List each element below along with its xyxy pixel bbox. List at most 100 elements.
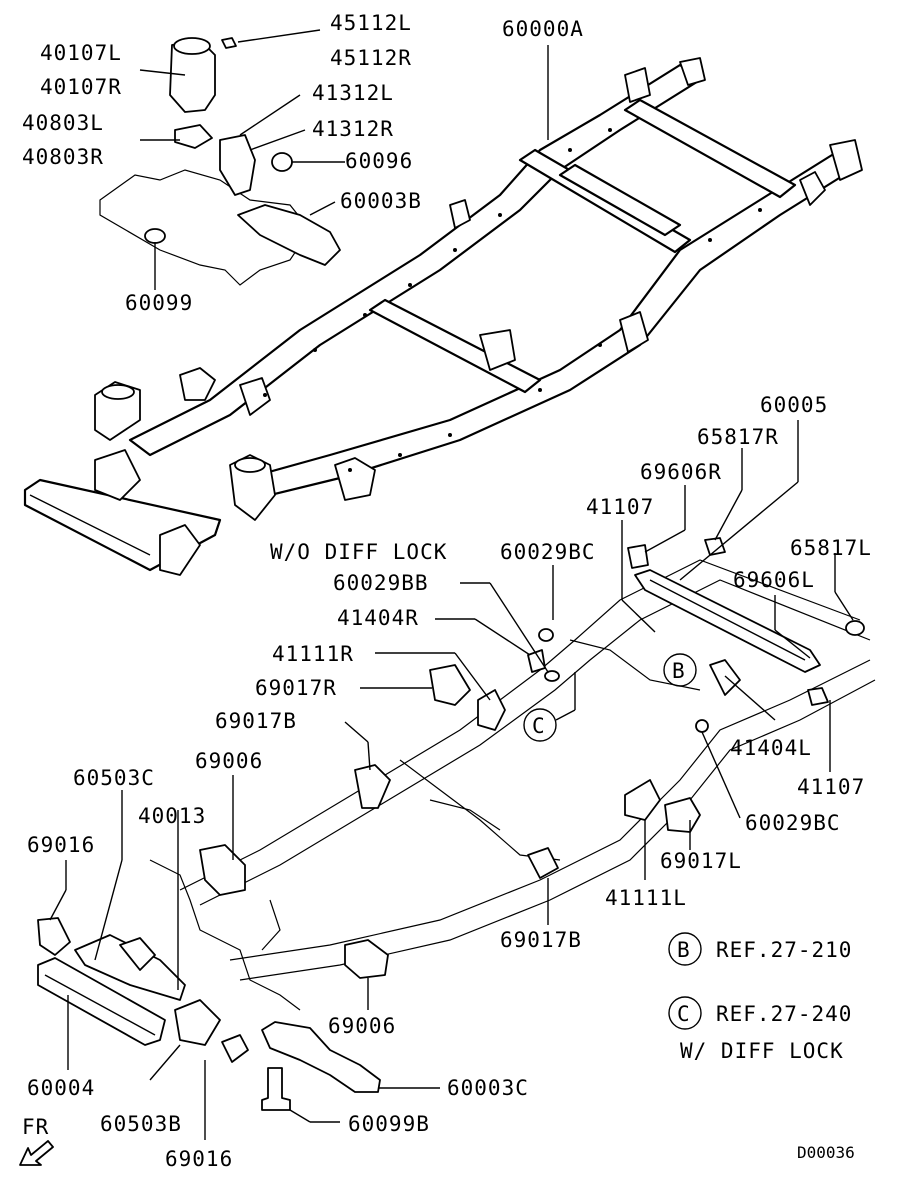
part-41312	[219, 134, 256, 196]
label-60000A: 60000A	[502, 17, 584, 41]
label-41404L: 41404L	[730, 736, 812, 760]
part-40803	[174, 124, 213, 149]
callout-c-diagram: C	[523, 672, 576, 742]
diagram-code: D00036	[797, 1143, 855, 1162]
frame-left-rail	[128, 63, 702, 457]
part-60503C	[119, 937, 156, 971]
frame-holes	[263, 128, 762, 472]
label-60004: 60004	[27, 1076, 95, 1100]
part-41404L	[709, 659, 741, 696]
label-41312R: 41312R	[312, 117, 394, 141]
part-60029BB	[544, 670, 560, 682]
ref-b-text: REF.27-210	[716, 938, 852, 962]
label-wo-diff-lock: W/O DIFF LOCK	[270, 540, 447, 564]
fr-label: FR	[22, 1115, 49, 1139]
front-arrow-icon	[19, 1140, 54, 1166]
label-60005: 60005	[760, 393, 828, 417]
label-69606L: 69606L	[733, 568, 815, 592]
part-69016-b	[221, 1034, 249, 1063]
label-69016-a: 69016	[27, 833, 95, 857]
ref-c-note: C REF.27-240 W/ DIFF LOCK	[668, 996, 852, 1063]
lower-labels: 60005 65817R 69606R 41107 W/O DIFF LOCK …	[27, 393, 872, 1171]
w-diff-lock-text: W/ DIFF LOCK	[680, 1039, 844, 1063]
label-45112L: 45112L	[330, 11, 412, 35]
label-69006-b: 69006	[328, 1014, 396, 1038]
part-69006-b	[344, 939, 389, 979]
frame-crossmember-rear	[623, 98, 797, 199]
label-60503B: 60503B	[100, 1112, 182, 1136]
label-40107L: 40107L	[40, 41, 122, 65]
label-41107-a: 41107	[586, 495, 654, 519]
label-40013: 40013	[138, 804, 206, 828]
lower-frame-assembly	[37, 537, 876, 1111]
part-41111R	[477, 689, 506, 731]
label-45112R: 45112R	[330, 46, 412, 70]
ref-c-letter: C	[677, 1002, 691, 1026]
lower-leader-lines	[49, 420, 854, 1140]
upper-leader-lines	[139, 29, 549, 290]
part-69606R	[704, 537, 726, 556]
upper-frame-assembly	[23, 57, 863, 576]
label-41312L: 41312L	[312, 81, 394, 105]
label-69017B-b: 69017B	[500, 928, 582, 952]
part-40013	[74, 934, 186, 1001]
label-41404R: 41404R	[337, 606, 419, 630]
lower-frame-ghost-cross	[399, 759, 561, 861]
label-60099B: 60099B	[348, 1112, 430, 1136]
part-41111L	[624, 779, 661, 821]
part-60029BC-b	[695, 719, 709, 733]
label-69017L: 69017L	[660, 849, 742, 873]
part-41107-b	[807, 687, 829, 706]
label-69006-a: 69006	[195, 749, 263, 773]
label-60096: 60096	[345, 149, 413, 173]
frame-crossmember-1	[368, 298, 542, 394]
callout-b-diagram: B	[663, 653, 697, 687]
ref-b-letter: B	[677, 938, 691, 962]
label-60029BC-b: 60029BC	[745, 811, 841, 835]
label-41111L: 41111L	[605, 886, 687, 910]
label-40803R: 40803R	[22, 145, 104, 169]
label-65817R: 65817R	[697, 425, 779, 449]
label-60003B: 60003B	[340, 189, 422, 213]
label-65817L: 65817L	[790, 536, 872, 560]
label-41111R: 41111R	[272, 642, 354, 666]
callout-b-letter: B	[672, 659, 686, 683]
label-41107-b: 41107	[797, 775, 865, 799]
front-direction-indicator: FR	[19, 1115, 54, 1166]
part-69017R	[429, 664, 471, 706]
lower-frame-ghost-right	[229, 659, 871, 961]
part-60029BC-a	[538, 628, 554, 642]
part-69017L	[664, 797, 701, 833]
label-60003C: 60003C	[447, 1076, 529, 1100]
label-69017B-a: 69017B	[215, 709, 297, 733]
label-60099: 60099	[125, 291, 193, 315]
frame-rear-beam	[558, 163, 682, 237]
part-60503B	[174, 999, 221, 1046]
part-41107-a	[627, 544, 649, 569]
label-69016-b: 69016	[165, 1147, 233, 1171]
label-40107R: 40107R	[40, 75, 122, 99]
part-69017B-a	[354, 764, 391, 809]
part-45112	[221, 37, 237, 49]
label-69017R: 69017R	[255, 676, 337, 700]
label-60029BB: 60029BB	[333, 571, 429, 595]
part-69017B-b	[527, 847, 559, 879]
part-60099B	[261, 1067, 291, 1111]
upper-engine-mount-detail	[99, 37, 341, 286]
part-60096	[271, 152, 293, 172]
part-60003C	[261, 1021, 381, 1093]
upper-labels: 45112L 45112R 40107L 40107R 41312L 41312…	[22, 11, 584, 315]
part-65817L	[845, 620, 865, 636]
label-40803L: 40803L	[22, 111, 104, 135]
label-60029BC-a: 60029BC	[500, 540, 596, 564]
part-60003B	[237, 204, 341, 266]
label-69606R: 69606R	[640, 460, 722, 484]
label-60503C: 60503C	[73, 766, 155, 790]
callout-c-letter: C	[532, 714, 546, 738]
ref-c-text: REF.27-240	[716, 1002, 852, 1026]
frame-brackets	[94, 57, 863, 576]
part-69016-a	[37, 917, 71, 956]
part-60099-bolt	[144, 228, 166, 244]
part-69006-a	[199, 844, 246, 896]
